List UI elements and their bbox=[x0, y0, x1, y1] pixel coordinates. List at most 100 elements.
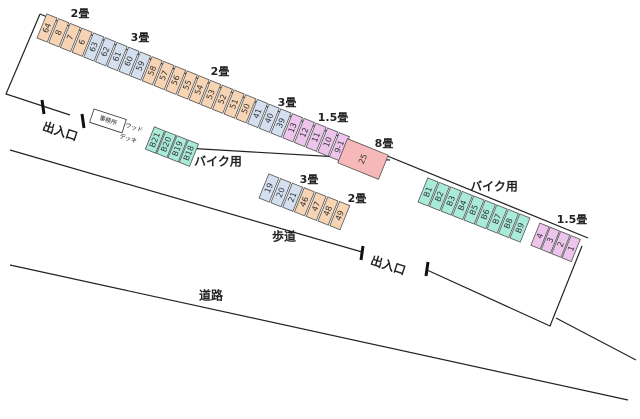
storage-unit-label: 8 bbox=[54, 29, 64, 37]
storage-unit-label: 12 bbox=[298, 126, 310, 139]
size-label-15jo-right: 1.5畳 bbox=[557, 213, 588, 226]
storage-unit: 55 bbox=[176, 70, 198, 100]
storage-unit-box bbox=[144, 126, 166, 154]
storage-unit: B6 bbox=[475, 199, 496, 230]
storage-unit-label: 63 bbox=[88, 41, 100, 54]
storage-unit-box bbox=[36, 13, 58, 43]
entrance-marker-left-b bbox=[80, 113, 86, 129]
storage-unit-box bbox=[282, 182, 304, 212]
storage-unit-label: 54 bbox=[193, 83, 205, 96]
storage-unit-label: 52 bbox=[216, 93, 228, 106]
storage-unit: 39 bbox=[270, 108, 292, 138]
storage-unit: 51 bbox=[223, 89, 245, 119]
office-box: 事務所 bbox=[89, 108, 127, 134]
storage-unit-25: 25 bbox=[337, 138, 389, 180]
storage-unit: 59 bbox=[130, 51, 152, 81]
storage-unit-label: 4 bbox=[535, 232, 545, 240]
storage-unit-box bbox=[156, 130, 177, 159]
storage-unit: 20 bbox=[270, 177, 292, 208]
storage-unit-label: 56 bbox=[170, 74, 182, 87]
storage-unit-label: 11 bbox=[310, 131, 322, 144]
storage-unit-box bbox=[71, 27, 93, 57]
storage-unit-box bbox=[329, 200, 351, 231]
storage-unit: 61 bbox=[106, 41, 128, 72]
storage-unit-label: 3 bbox=[545, 236, 555, 244]
storage-unit-box bbox=[337, 138, 389, 180]
storage-unit-box bbox=[258, 173, 280, 203]
storage-unit-box bbox=[153, 60, 175, 91]
size-label-3jo-center: 3畳 bbox=[300, 173, 319, 186]
road-edge-right bbox=[555, 317, 637, 361]
storage-unit: 60 bbox=[118, 46, 140, 76]
storage-unit-box bbox=[475, 199, 496, 230]
storage-unit-box bbox=[293, 117, 315, 148]
storage-unit-box bbox=[509, 213, 531, 243]
storage-unit-box bbox=[167, 135, 188, 163]
storage-unit-box bbox=[317, 196, 339, 226]
entrance-marker-right-a bbox=[359, 245, 365, 261]
storage-unit: 3 bbox=[540, 226, 561, 254]
storage-unit: B3 bbox=[440, 186, 462, 216]
wood-deck-label-2: デッキ bbox=[118, 132, 138, 145]
storage-unit-label: 21 bbox=[287, 191, 299, 204]
storage-unit-box bbox=[118, 46, 140, 76]
storage-unit-label: B3 bbox=[445, 194, 457, 207]
storage-unit-label: 41 bbox=[252, 107, 264, 120]
bike-label-left: バイク用 bbox=[194, 155, 242, 169]
storage-unit: B4 bbox=[452, 190, 473, 221]
storage-unit-label: 57 bbox=[158, 69, 170, 82]
storage-unit-box bbox=[247, 98, 269, 129]
storage-unit-label: 51 bbox=[228, 98, 240, 111]
storage-unit: 10 bbox=[317, 127, 339, 157]
storage-unit: 46 bbox=[293, 187, 315, 217]
storage-unit: 50 bbox=[235, 94, 257, 124]
storage-unit-box bbox=[165, 65, 187, 95]
storage-unit: 12 bbox=[293, 117, 315, 148]
storage-unit-label: 55 bbox=[181, 79, 193, 92]
storage-unit-box bbox=[235, 94, 257, 124]
storage-unit: 8 bbox=[48, 18, 70, 48]
storage-unit: 48 bbox=[317, 196, 339, 226]
storage-unit-box bbox=[317, 127, 339, 157]
storage-unit-box bbox=[130, 51, 152, 81]
storage-unit-label: 58 bbox=[146, 64, 158, 77]
entrance-marker-left-a bbox=[40, 99, 46, 115]
storage-unit: 49 bbox=[329, 200, 351, 231]
storage-unit-label: B5 bbox=[468, 203, 480, 216]
storage-unit: 41 bbox=[247, 98, 269, 129]
storage-unit-label: 19 bbox=[263, 182, 275, 195]
storage-unit-box bbox=[258, 103, 280, 133]
storage-unit-box bbox=[176, 70, 198, 100]
storage-unit-box bbox=[530, 222, 550, 250]
road-label: 道路 bbox=[199, 288, 224, 303]
storage-unit-label: B7 bbox=[491, 212, 503, 225]
storage-unit: 64 bbox=[36, 13, 58, 43]
wood-deck-label-1: ウッド bbox=[124, 121, 144, 134]
storage-unit: B18 bbox=[178, 139, 200, 167]
storage-unit: 53 bbox=[200, 79, 222, 110]
storage-unit: B1 bbox=[417, 177, 439, 207]
storage-unit: 13 bbox=[282, 113, 304, 143]
storage-unit: 62 bbox=[95, 37, 116, 67]
storage-unit-box bbox=[305, 191, 327, 222]
road-edge-line bbox=[9, 264, 629, 401]
storage-unit-box bbox=[561, 235, 581, 263]
storage-unit-box bbox=[59, 22, 81, 53]
storage-unit-box bbox=[188, 75, 210, 105]
storage-unit-box bbox=[141, 56, 163, 86]
storage-unit-label: 50 bbox=[240, 102, 252, 115]
storage-unit-label: 20 bbox=[275, 186, 287, 199]
storage-unit-label: 7 bbox=[65, 33, 75, 41]
storage-unit-box bbox=[305, 122, 327, 152]
unit-25-group: 25 bbox=[337, 138, 389, 180]
storage-unit: B5 bbox=[463, 195, 485, 225]
storage-unit: 56 bbox=[165, 65, 187, 95]
storage-unit-box bbox=[540, 226, 561, 254]
size-label-2jo-center: 2畳 bbox=[348, 192, 367, 205]
storage-unit: B7 bbox=[486, 204, 508, 234]
storage-unit: B2 bbox=[429, 181, 450, 212]
